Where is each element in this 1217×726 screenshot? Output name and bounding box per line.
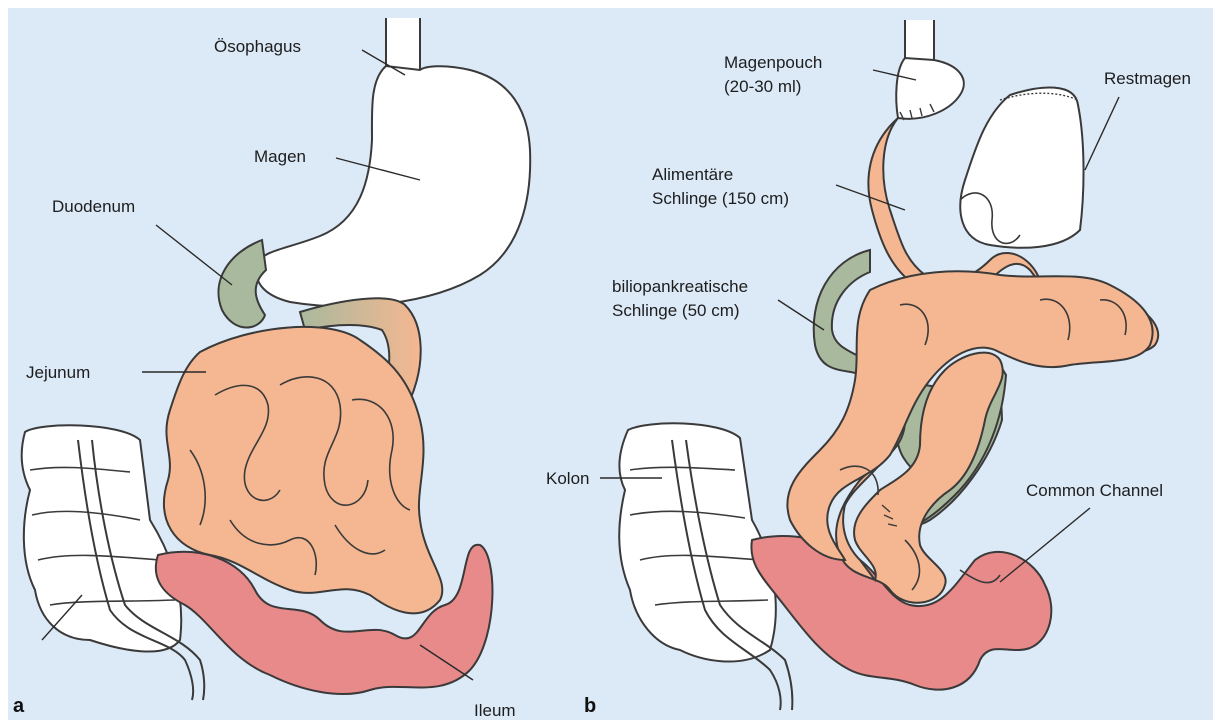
gastric-pouch: [896, 58, 964, 119]
label-magenpouch-line2: (20-30 ml): [724, 76, 801, 98]
remnant-stomach: [960, 87, 1083, 247]
label-oesophagus: Ösophagus: [214, 36, 301, 58]
panel-letter-a: a: [13, 695, 24, 718]
label-duodenum: Duodenum: [52, 196, 135, 218]
stomach-a: [256, 66, 530, 306]
label-magen: Magen: [254, 146, 306, 168]
label-alimentaer-line2: Schlinge (150 cm): [652, 188, 789, 210]
esophagus-b: [905, 20, 934, 62]
label-kolon: Kolon: [546, 468, 589, 490]
label-ileum: Ileum: [474, 700, 516, 722]
label-jejunum: Jejunum: [26, 362, 90, 384]
label-alimentaer-line1: Alimentäre: [652, 164, 733, 186]
esophagus-a: [386, 18, 420, 72]
panel-b-drawing: [619, 20, 1158, 710]
label-bilio-line2: Schlinge (50 cm): [612, 300, 740, 322]
label-magenpouch-line1: Magenpouch: [724, 52, 822, 74]
panel-letter-b: b: [584, 695, 596, 718]
panel-a-drawing: [22, 18, 530, 700]
label-restmagen: Restmagen: [1104, 68, 1191, 90]
label-common-channel: Common Channel: [1026, 480, 1163, 502]
label-bilio-line1: biliopankreatische: [612, 276, 748, 298]
